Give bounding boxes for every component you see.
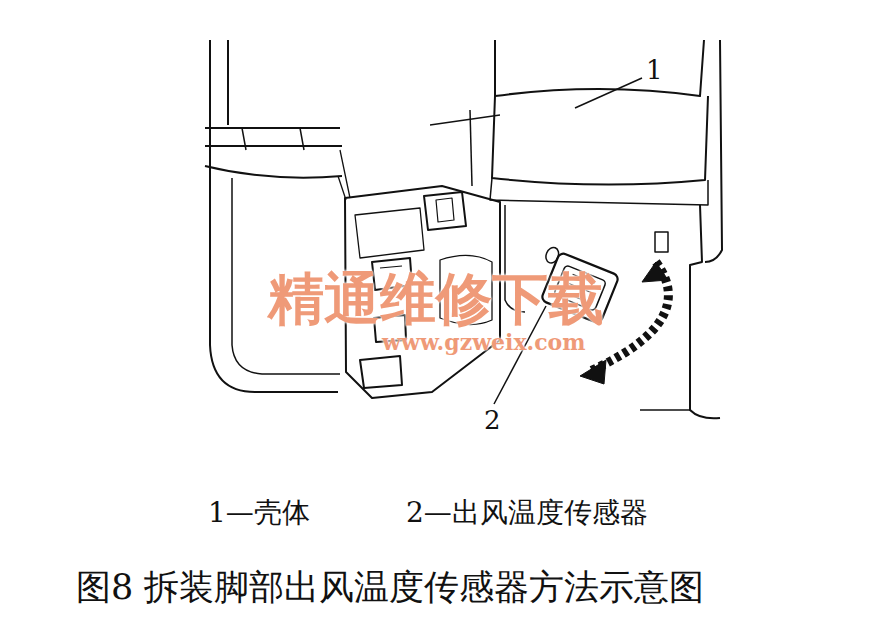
watermark: www.gzweix.com (382, 330, 586, 354)
watermark: 精通维修下载 (268, 268, 604, 330)
figure-caption: 图8 拆装脚部出风温度传感器方法示意图 (76, 568, 704, 607)
callout-number: 2 (484, 406, 501, 435)
part-legend-text: 1—壳体 (208, 498, 310, 529)
part-legend-text: 2—出风温度传感器 (406, 498, 648, 529)
callout-number: 1 (646, 56, 663, 85)
